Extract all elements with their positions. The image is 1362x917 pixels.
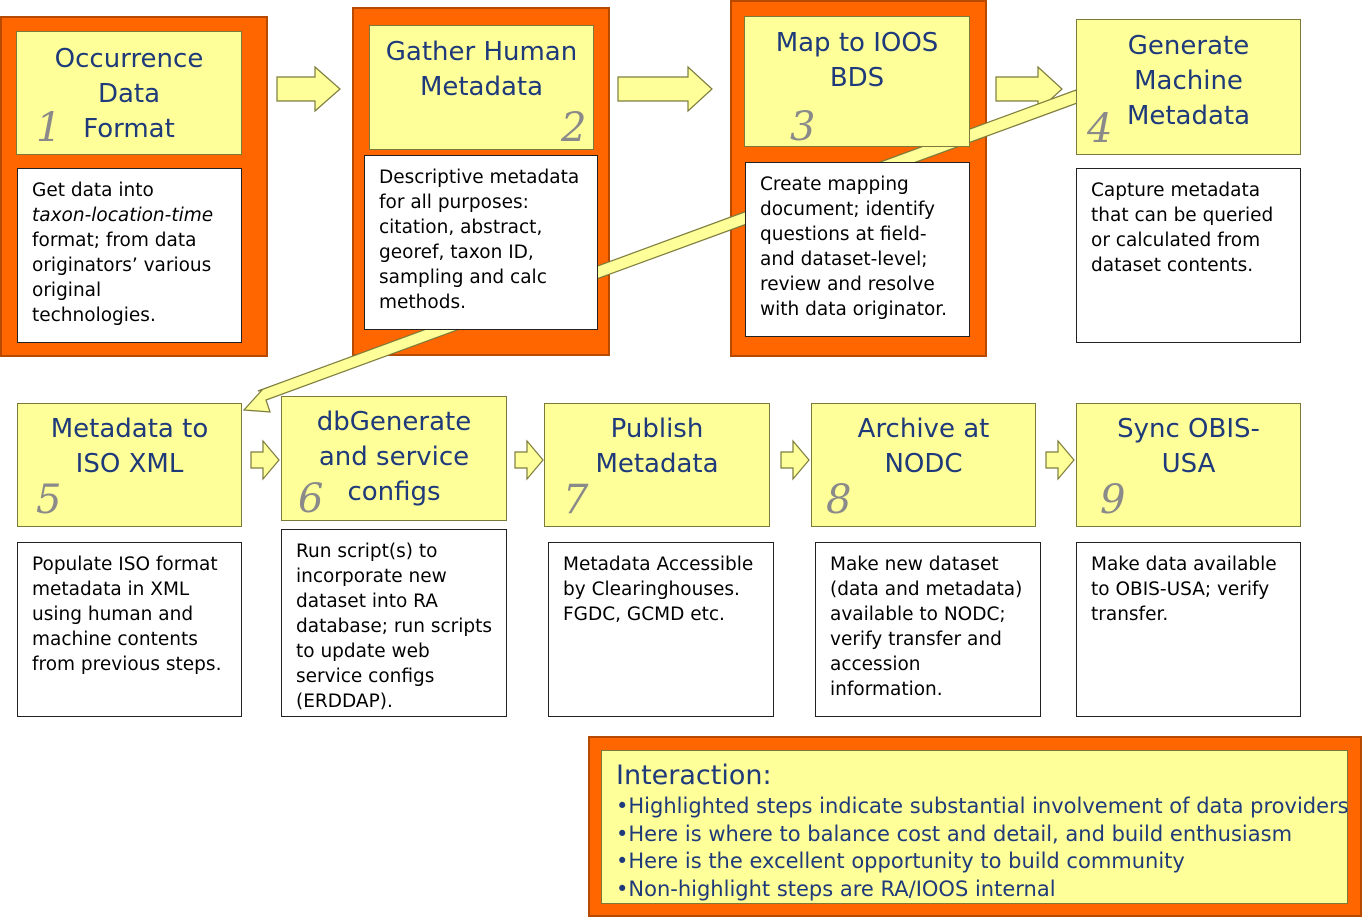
legend-item-2: •Here is where to balance cost and detai… xyxy=(616,821,1293,846)
step-5-title: Metadata to ISO XML xyxy=(50,414,209,479)
step-4-title-box: Generate Machine Metadata 4 xyxy=(1076,19,1301,155)
step-3-title: Map to IOOS BDS xyxy=(775,28,939,93)
arrow-8-to-9 xyxy=(1045,439,1075,481)
step-6-number: 6 xyxy=(298,476,324,522)
arrow-7-to-8 xyxy=(780,439,810,481)
arrow-1-to-2 xyxy=(276,65,341,113)
legend-item-3: •Here is the excellent opportunity to bu… xyxy=(616,849,1185,873)
step-1-title: Occurrence Data Format xyxy=(54,44,204,144)
step-6-title-box: dbGenerate and service configs 6 xyxy=(281,396,507,521)
step-5-description: Populate ISO format metadata in XML usin… xyxy=(17,542,242,717)
step-9-title-box: Sync OBIS- USA 9 xyxy=(1076,403,1301,527)
step-5-number: 5 xyxy=(36,477,62,523)
step-4-title: Generate Machine Metadata xyxy=(1126,31,1251,131)
step-2-description: Descriptive metadata for all purposes: c… xyxy=(364,155,598,330)
step-1-title-box: Occurrence Data Format 1 xyxy=(16,31,242,155)
step-9-number: 9 xyxy=(1100,477,1126,523)
legend: Interaction: •Highlighted steps indicate… xyxy=(601,750,1349,904)
step-7-title-box: Publish Metadata 7 xyxy=(544,403,770,527)
step-3-description: Create mapping document; identify questi… xyxy=(745,162,970,337)
step-1-desc-post: format; from data originators’ various o… xyxy=(32,230,212,326)
step-9-description: Make data available to OBIS-USA; verify … xyxy=(1076,542,1301,717)
legend-item-1: •Highlighted steps indicate substantial … xyxy=(616,794,1349,818)
step-2-title: Gather Human Metadata xyxy=(385,37,578,102)
step-9-title: Sync OBIS- USA xyxy=(1117,414,1260,479)
step-5-title-box: Metadata to ISO XML 5 xyxy=(17,403,242,527)
step-8-title: Archive at NODC xyxy=(857,414,990,479)
step-6-description: Run script(s) to incorporate new dataset… xyxy=(281,529,507,717)
step-2-title-box: Gather Human Metadata 2 xyxy=(369,25,594,150)
step-4-number: 4 xyxy=(1087,106,1113,152)
legend-item-4: •Non-highlight steps are RA/IOOS interna… xyxy=(616,876,1056,901)
step-1-description: Get data into taxon-location-time format… xyxy=(17,168,242,343)
step-8-number: 8 xyxy=(826,477,852,523)
arrow-6-to-7 xyxy=(514,439,544,481)
step-3-number: 3 xyxy=(790,104,816,150)
step-7-description: Metadata Accessible by Clearinghouses. F… xyxy=(548,542,774,717)
step-6-title: dbGenerate and service configs xyxy=(316,407,472,507)
step-3-title-box: Map to IOOS BDS 3 xyxy=(744,16,970,147)
arrow-5-to-6 xyxy=(250,439,280,481)
step-4-description: Capture metadata that can be queried or … xyxy=(1076,168,1301,343)
step-1-desc-pre: Get data into xyxy=(32,180,154,201)
step-1-desc-em: taxon-location-time xyxy=(32,205,214,226)
arrow-2-to-3 xyxy=(617,65,713,113)
step-8-description: Make new dataset (data and metadata) ava… xyxy=(815,542,1041,717)
step-1-number: 1 xyxy=(36,105,62,151)
step-8-title-box: Archive at NODC 8 xyxy=(811,403,1036,527)
step-7-title: Publish Metadata xyxy=(595,414,719,479)
step-7-number: 7 xyxy=(563,477,589,523)
step-2-number: 2 xyxy=(561,105,587,151)
legend-title: Interaction: xyxy=(616,760,772,791)
